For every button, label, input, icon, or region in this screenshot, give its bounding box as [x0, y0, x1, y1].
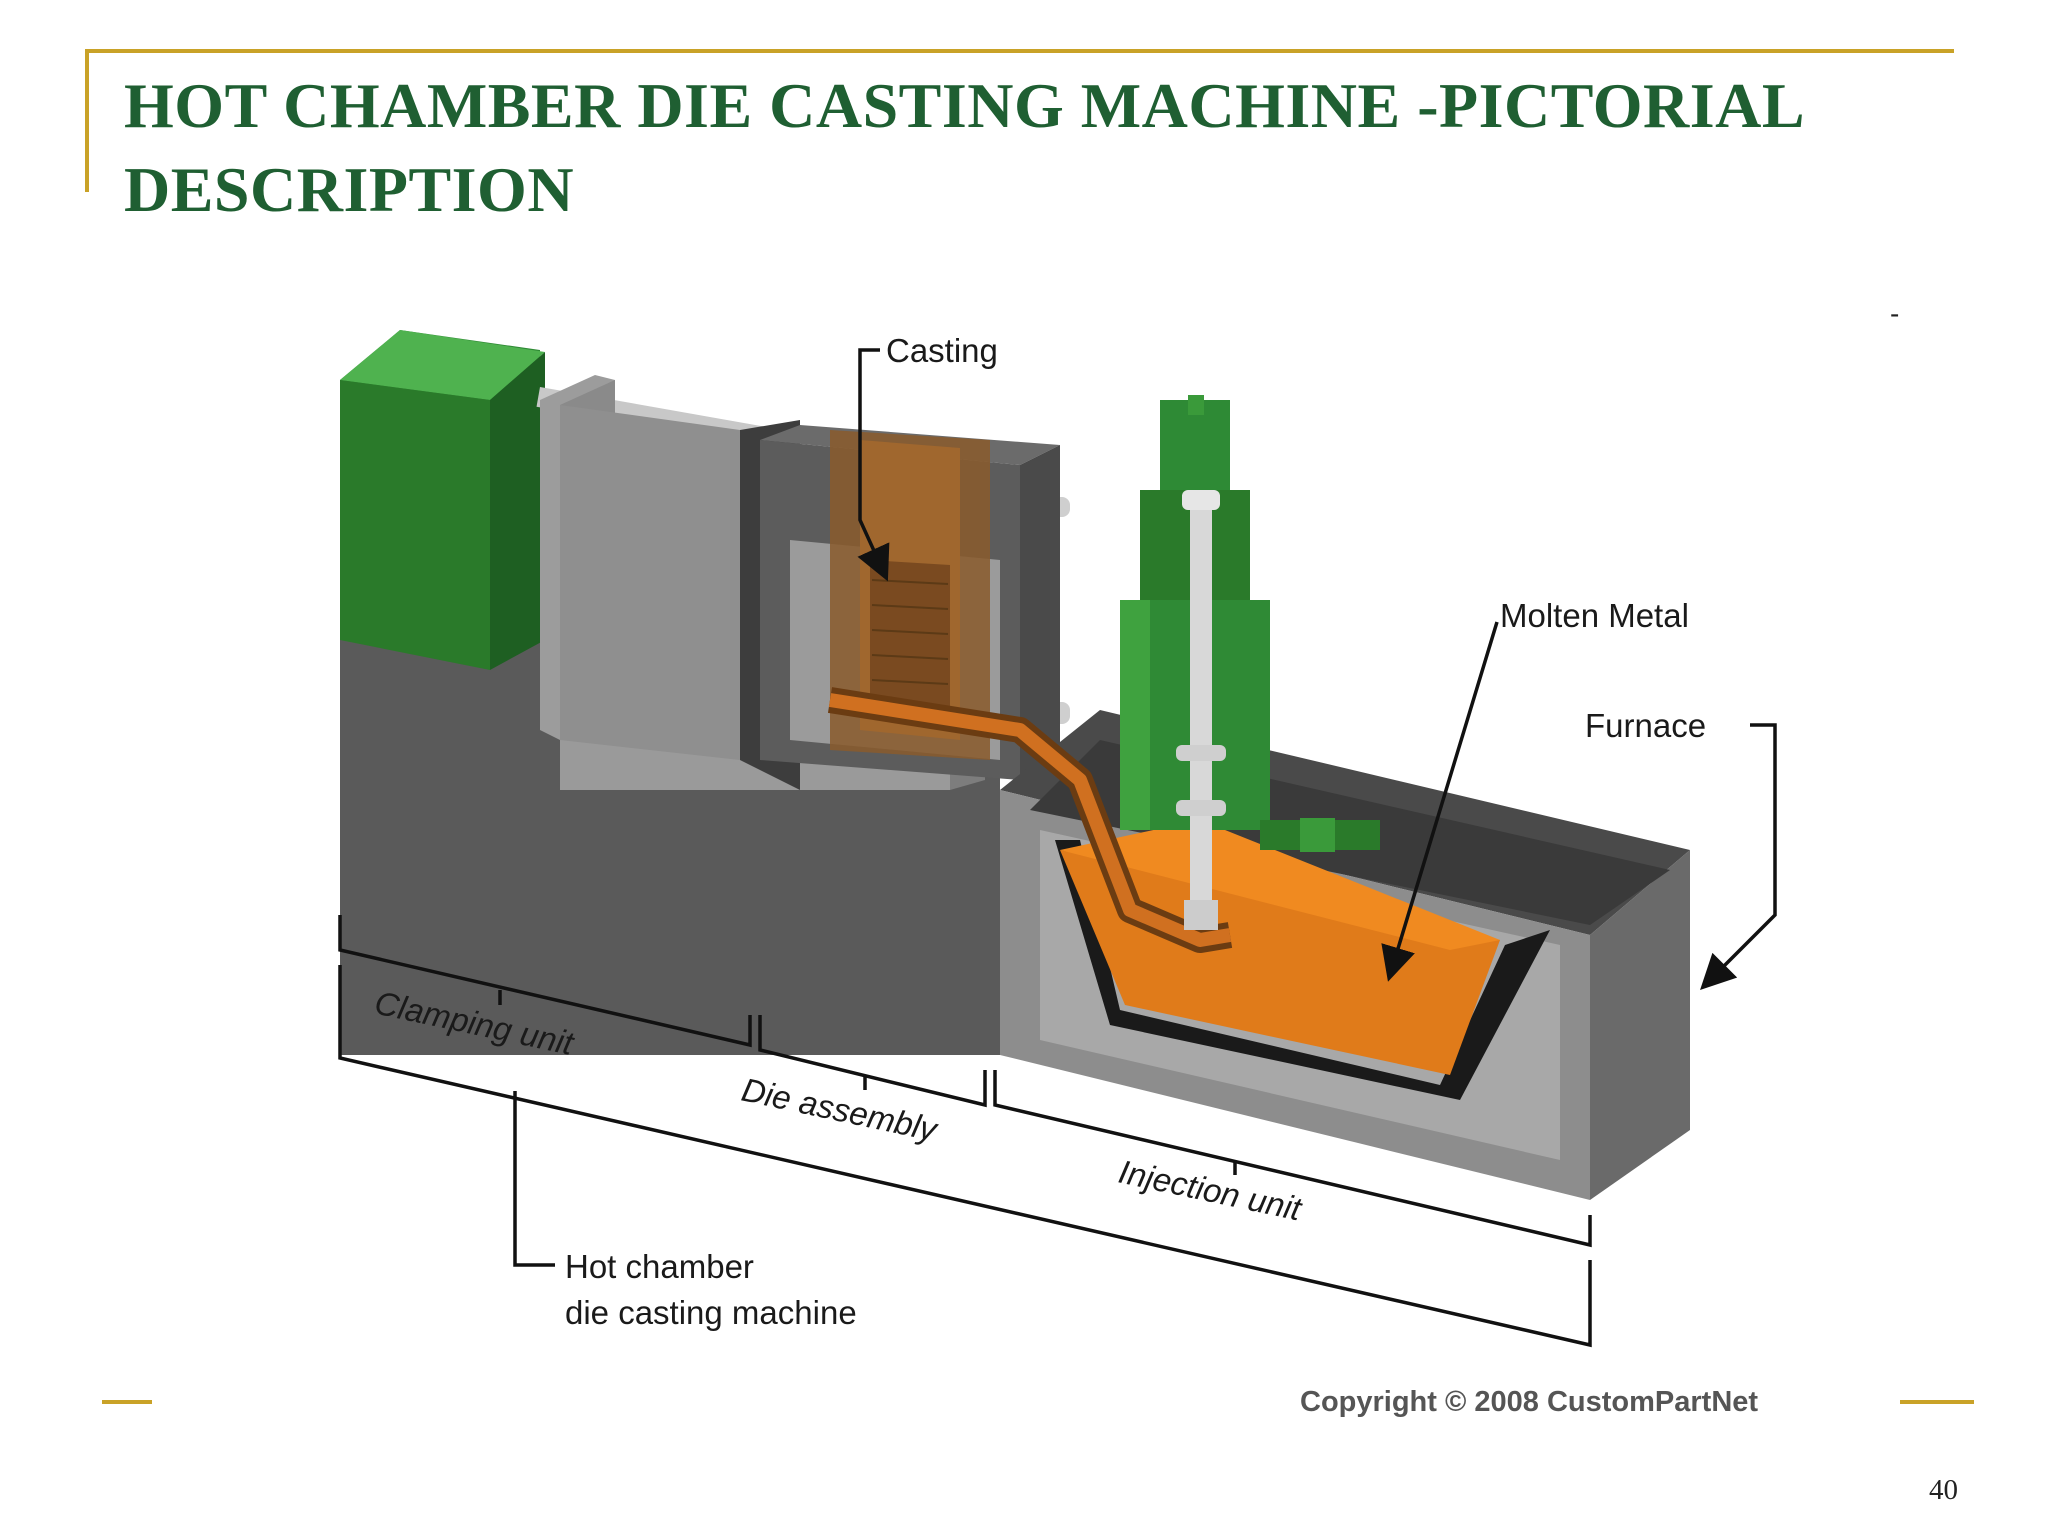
die-assembly-block [740, 420, 1060, 790]
slide-title-line-2: DESCRIPTION [124, 154, 575, 225]
unit-brackets [338, 915, 1592, 1348]
title-frame-left-rule [85, 49, 89, 192]
slide-title-line-1: HOT CHAMBER DIE CASTING MACHINE -PICTORI… [124, 70, 1806, 141]
molten-metal-label: Molten Metal [1500, 597, 1689, 634]
title-frame-top-rule [85, 49, 1954, 53]
die-assembly-label: Die assembly [739, 1071, 943, 1149]
injection-unit-label: Injection unit [1116, 1153, 1307, 1228]
machine-label-line-1: Hot chamber [565, 1248, 754, 1285]
molten-metal-callout: Molten Metal [1381, 597, 1689, 982]
machine-label-line-2: die casting machine [565, 1294, 857, 1331]
moving-platen [540, 375, 740, 760]
furnace-callout: Furnace [1585, 707, 1777, 990]
hydraulic-cylinder-block [340, 330, 545, 670]
furnace-block [1000, 710, 1690, 1200]
injection-cylinder [1120, 395, 1380, 930]
footer-left-rule [102, 1400, 152, 1404]
copyright-text: Copyright © 2008 CustomPartNet [1300, 1386, 1758, 1418]
casting-callout: Casting [857, 332, 998, 582]
slide-title: HOT CHAMBER DIE CASTING MACHINE -PICTORI… [124, 64, 1984, 232]
footer-right-rule [1900, 1400, 1974, 1404]
stray-dash-mark: - [1890, 298, 1900, 329]
furnace-label: Furnace [1585, 707, 1706, 744]
casting-label: Casting [886, 332, 998, 369]
page-number: 40 [1929, 1474, 1958, 1506]
gooseneck [827, 687, 1233, 953]
